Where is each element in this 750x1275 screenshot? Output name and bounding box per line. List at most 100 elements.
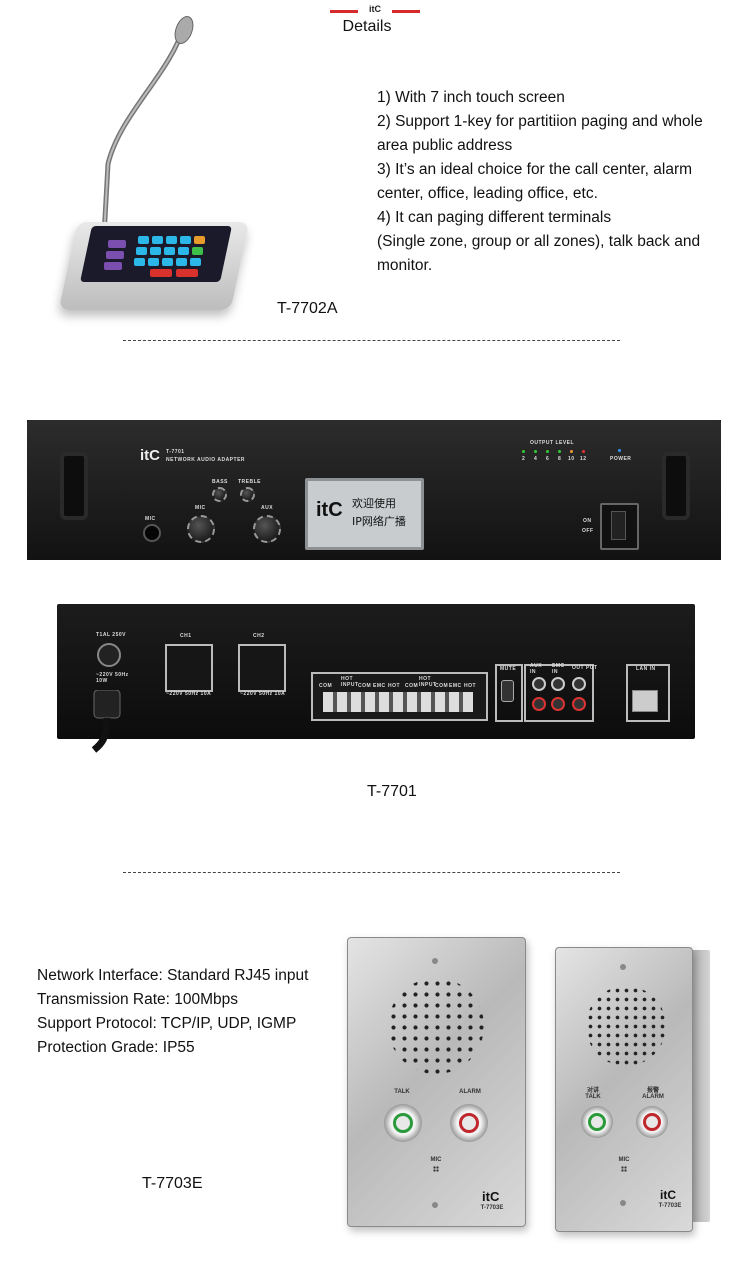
emc-in-jack-red[interactable] bbox=[551, 697, 565, 711]
spec-list: Network Interface: Standard RJ45 input T… bbox=[37, 964, 337, 1060]
level-led bbox=[558, 450, 561, 453]
bass-label: BASS bbox=[212, 479, 228, 485]
level-mark: 10 bbox=[568, 456, 575, 462]
alarm-label: ALARM bbox=[459, 1089, 481, 1095]
terminal-label: HOT bbox=[464, 683, 477, 689]
feature-line: (Single zone, group or all zones), talk … bbox=[377, 233, 701, 250]
aux-knob-label: AUX bbox=[261, 505, 274, 511]
spec-line: Support Protocol: TCP/IP, UDP, IGMP bbox=[37, 1015, 297, 1032]
switch-on-label: ON bbox=[583, 518, 592, 524]
talk-label: TALK bbox=[394, 1089, 410, 1095]
aux-in-label: AUX IN bbox=[530, 663, 543, 675]
mic-label: MIC bbox=[618, 1157, 630, 1163]
feature-line: area public address bbox=[377, 137, 513, 154]
model-label-t7702a: T-7702A bbox=[277, 300, 338, 317]
feature-line: 4) It can paging different terminals bbox=[377, 209, 612, 226]
lcd-display: itC 欢迎使用 IP网络广播 bbox=[305, 478, 424, 550]
emc-in-label: EMC IN bbox=[552, 663, 565, 675]
panel-brand-logo: itC bbox=[660, 1188, 676, 1202]
level-led bbox=[570, 450, 573, 453]
gooseneck-microphone bbox=[101, 16, 194, 237]
power-led bbox=[618, 449, 621, 452]
speaker-grille bbox=[388, 978, 484, 1074]
mic-hole-icon bbox=[433, 1166, 439, 1172]
level-mark: 2 bbox=[522, 456, 526, 462]
talk-cn-label: 对讲 bbox=[586, 1087, 599, 1094]
talk-button[interactable] bbox=[588, 1113, 606, 1131]
terminal-label: HOT INPUT bbox=[341, 676, 359, 688]
output-label: OUT PUT bbox=[572, 665, 598, 671]
mic-jack-label: MIC bbox=[145, 516, 156, 522]
screw bbox=[432, 1202, 438, 1208]
spec-line: Transmission Rate: 100Mbps bbox=[37, 991, 239, 1008]
level-mark: 6 bbox=[546, 456, 550, 462]
ch1-label: CH1 bbox=[180, 633, 192, 639]
page-title: Details bbox=[342, 18, 392, 35]
output-jack-red[interactable] bbox=[572, 697, 586, 711]
power-switch[interactable] bbox=[600, 503, 639, 550]
mute-switch[interactable] bbox=[501, 680, 514, 702]
alarm-label: ALARM bbox=[642, 1094, 664, 1100]
section-divider bbox=[123, 340, 620, 341]
switch-off-label: OFF bbox=[582, 528, 594, 534]
terminal-label: HOT INPUT bbox=[419, 676, 437, 688]
terminal-label: COM bbox=[358, 683, 372, 689]
intercom-panel-front: TALK ALARM MIC itC T-7703E bbox=[347, 937, 526, 1227]
aux-in-jack-white[interactable] bbox=[532, 677, 546, 691]
ac-outlet-ch2[interactable] bbox=[238, 644, 286, 692]
talk-button[interactable] bbox=[393, 1113, 413, 1133]
fuse-label: T1AL 250V bbox=[96, 632, 126, 638]
lcd-line-1: 欢迎使用 bbox=[352, 497, 396, 510]
feature-line: 3) It’s an ideal choice for the call cen… bbox=[377, 161, 693, 178]
brand-logo: itC bbox=[369, 4, 381, 14]
panel-model: T-7703E bbox=[480, 1205, 504, 1211]
ac-outlet-ch1[interactable] bbox=[165, 644, 213, 692]
feature-line: monitor. bbox=[377, 257, 433, 274]
ch1-rating: ~220V 50Hz 10A bbox=[166, 691, 212, 697]
treble-knob[interactable] bbox=[240, 487, 255, 502]
level-mark: 8 bbox=[558, 456, 562, 462]
terminal-label: EMC bbox=[373, 683, 386, 689]
mic-label: MIC bbox=[430, 1157, 442, 1163]
emc-in-jack-white[interactable] bbox=[551, 677, 565, 691]
alarm-button[interactable] bbox=[643, 1113, 661, 1131]
spec-line: Network Interface: Standard RJ45 input bbox=[37, 967, 309, 984]
rj45-port[interactable] bbox=[632, 690, 658, 712]
level-led bbox=[534, 450, 537, 453]
mic-knob-label: MIC bbox=[195, 505, 206, 511]
level-mark: 4 bbox=[534, 456, 538, 462]
bass-knob[interactable] bbox=[212, 487, 227, 502]
aux-in-jack-red[interactable] bbox=[532, 697, 546, 711]
power-cord bbox=[91, 690, 121, 753]
ch2-rating: ~220V 50Hz 10A bbox=[240, 691, 286, 697]
level-mark: 12 bbox=[580, 456, 587, 462]
aux-volume-knob[interactable] bbox=[253, 515, 281, 543]
mic-jack[interactable] bbox=[143, 524, 161, 542]
terminal-label: EMC bbox=[449, 683, 462, 689]
fuse-holder[interactable] bbox=[97, 643, 121, 667]
alarm-cn-label: 报警 bbox=[646, 1087, 659, 1094]
feature-line: 1) With 7 inch touch screen bbox=[377, 89, 565, 106]
mic-hole-icon bbox=[621, 1166, 627, 1172]
front-subtitle: NETWORK AUDIO ADAPTER bbox=[166, 457, 246, 463]
front-brand-logo: itC bbox=[140, 447, 160, 464]
header-rule-right bbox=[392, 10, 420, 13]
terminal-label: COM bbox=[405, 683, 419, 689]
level-led bbox=[546, 450, 549, 453]
treble-label: TREBLE bbox=[238, 479, 261, 485]
terminal-block[interactable]: COM HOT INPUT COM EMC HOT COM HOT INPUT … bbox=[311, 672, 488, 721]
lcd-line-2: IP网络广播 bbox=[352, 515, 406, 528]
speaker-grille bbox=[586, 986, 666, 1066]
panel-brand-logo: itC bbox=[482, 1189, 500, 1204]
output-jack-white[interactable] bbox=[572, 677, 586, 691]
spec-line: Protection Grade: IP55 bbox=[37, 1039, 195, 1056]
screw bbox=[620, 964, 626, 970]
level-led bbox=[522, 450, 525, 453]
power-label: POWER bbox=[610, 456, 632, 462]
intercom-panel-angled: 对讲 报警 TALK ALARM MIC itC T-7703E bbox=[555, 947, 693, 1232]
model-label-t7703e: T-7703E bbox=[142, 1175, 203, 1192]
screw bbox=[432, 958, 438, 964]
alarm-button[interactable] bbox=[459, 1113, 479, 1133]
mic-volume-knob[interactable] bbox=[187, 515, 215, 543]
talk-label: TALK bbox=[585, 1094, 601, 1100]
